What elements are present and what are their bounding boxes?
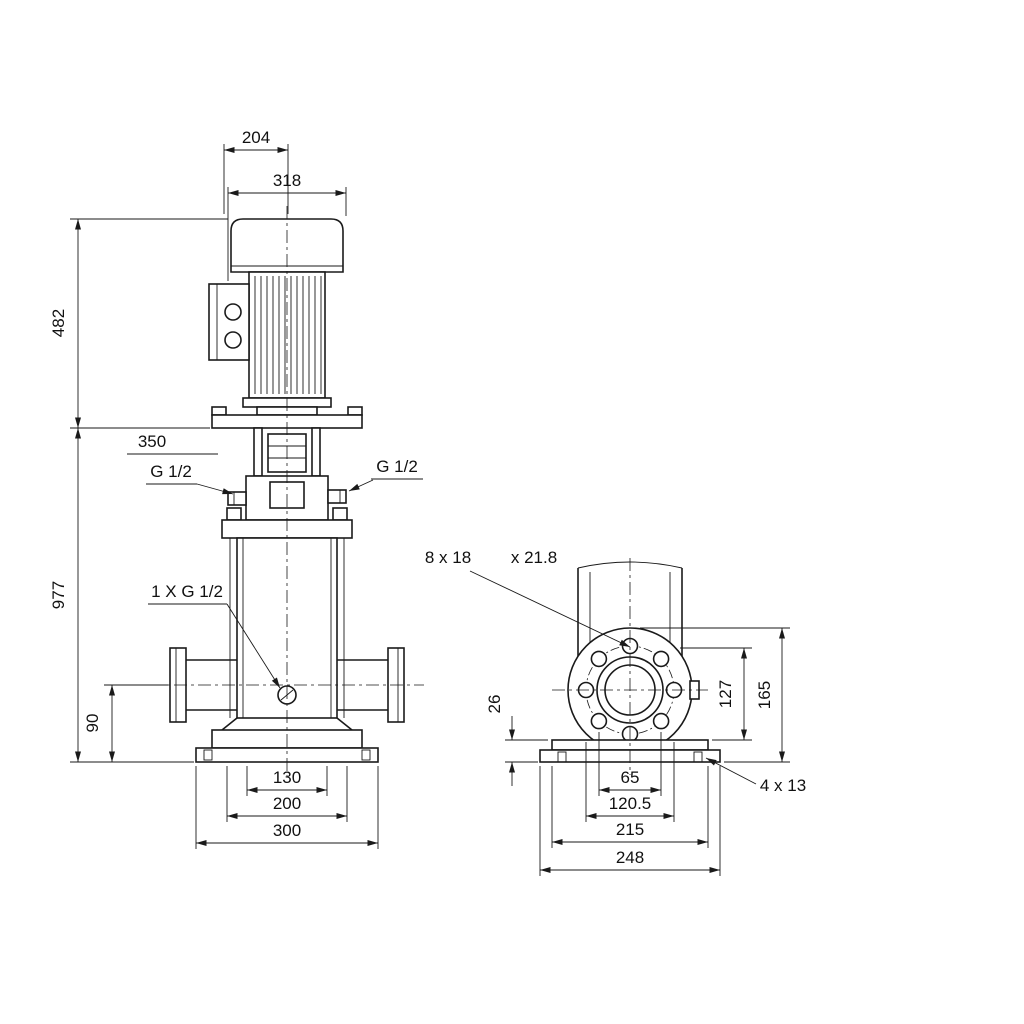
dim-label-65: 65: [621, 768, 640, 787]
motor-fins: [254, 276, 322, 394]
base-bolt-hole-right: [361, 749, 371, 761]
dim-label-26: 26: [485, 695, 504, 714]
dim-318: 318: [227, 171, 347, 281]
dim-label-977: 977: [49, 581, 68, 609]
side-view: 8 x 18 x 21.8 26 127 165 65: [425, 548, 806, 876]
drain-plug-leader: [226, 603, 281, 689]
dim-label-165: 165: [755, 681, 774, 709]
base-holes-label: 4 x 13: [760, 776, 806, 795]
dim-label-130: 130: [273, 768, 301, 787]
plug-left: [227, 491, 247, 506]
base-bolt-hole-left: [203, 749, 213, 761]
bolt-hole: [652, 712, 670, 730]
dim-65: 65: [598, 732, 662, 796]
cable-entry-bottom: [224, 331, 242, 349]
staybolt-nut-left: [226, 507, 242, 521]
label-plug-right: G 1/2: [348, 457, 423, 492]
dim-248: 248: [539, 766, 721, 876]
plug-right: [327, 489, 347, 504]
dim-204: 204: [223, 128, 289, 214]
dim-165: 165: [640, 627, 790, 763]
dim-label-127: 127: [716, 680, 735, 708]
dim-label-90: 90: [83, 714, 102, 733]
dim-label-200: 200: [273, 794, 301, 813]
cable-entry-top: [224, 303, 242, 321]
dim-120-5: 120.5: [585, 742, 675, 822]
dim-977: 977: [49, 428, 194, 763]
dim-482: 482: [49, 218, 228, 429]
dim-label-318: 318: [273, 171, 301, 190]
dim-215: 215: [551, 766, 709, 848]
dim-90: 90: [83, 684, 168, 762]
dim-label-482: 482: [49, 309, 68, 337]
dim-label-215: 215: [616, 820, 644, 839]
bolt-hole: [590, 650, 608, 668]
flange-holes-label: 8 x 18: [425, 548, 471, 567]
dim-26: 26: [485, 695, 548, 786]
plug-right-leader: [348, 479, 374, 492]
dim-label-204: 204: [242, 128, 270, 147]
drain-plug-label: 1 X G 1/2: [151, 582, 223, 601]
bolt-hole: [590, 712, 608, 730]
dim-label-248: 248: [616, 848, 644, 867]
label-flange-holes: 8 x 18 x 21.8: [425, 548, 631, 648]
label-plug-left: G 1/2: [146, 462, 234, 495]
label-drain-plug: 1 X G 1/2: [148, 582, 281, 689]
plug-left-label: G 1/2: [150, 462, 192, 481]
motor: [208, 218, 344, 416]
foundation-hole-left: [557, 751, 567, 763]
dim-label-350: 350: [138, 432, 166, 451]
plug-right-label: G 1/2: [376, 457, 418, 476]
dim-label-120-5: 120.5: [609, 794, 652, 813]
label-base-holes: 4 x 13: [705, 757, 806, 795]
dim-200: 200: [226, 766, 348, 822]
dim-127: 127: [680, 647, 752, 741]
plug-left-leader: [196, 483, 234, 495]
flange-holes-depth-label: x 21.8: [511, 548, 557, 567]
bolt-hole: [652, 650, 670, 668]
staybolt-nut-right: [332, 507, 348, 521]
dim-label-300: 300: [273, 821, 301, 840]
base-holes-leader: [705, 757, 757, 785]
foundation-hole-right: [693, 751, 703, 763]
front-view: 204 318 482 350 977 G 1/2 G: [49, 128, 424, 849]
terminal-box: [208, 283, 250, 361]
flange-holes-leader: [469, 570, 631, 648]
dim-350: 350: [127, 432, 218, 455]
dim-300: 300: [195, 766, 379, 849]
dim-130: 130: [246, 766, 328, 796]
